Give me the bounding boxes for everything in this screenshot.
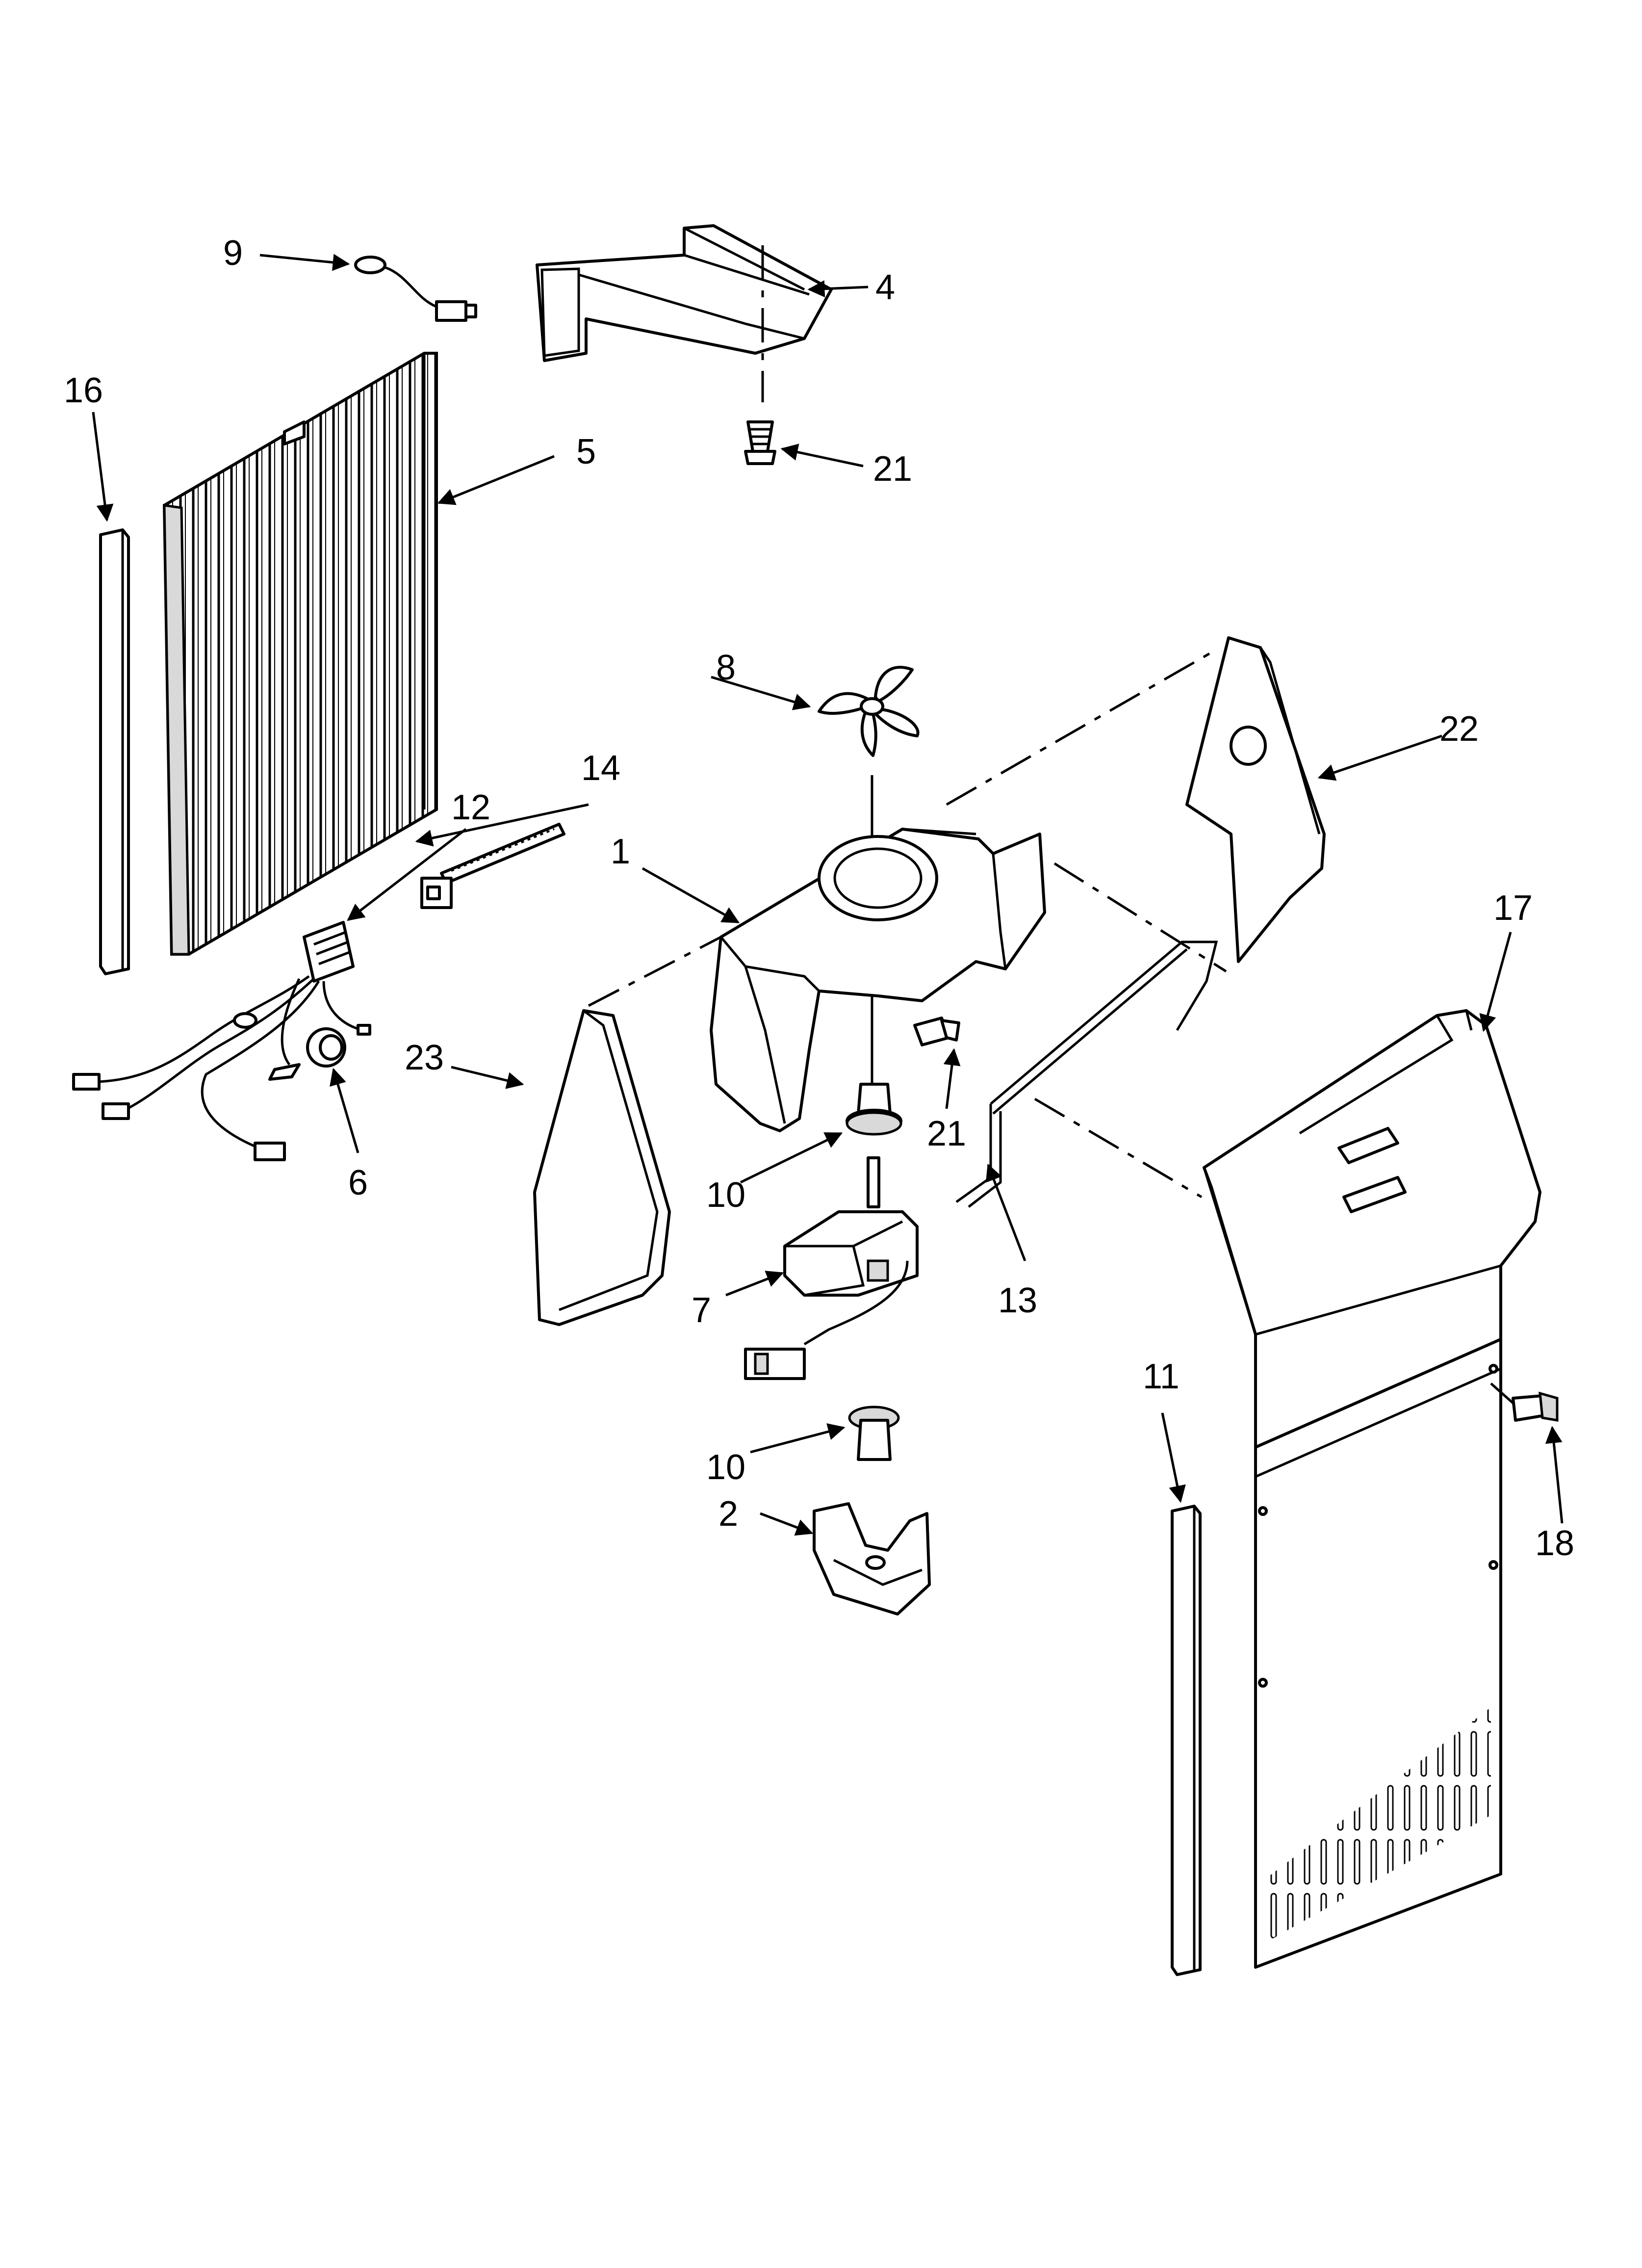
part-18-screw[interactable]: [1512, 1391, 1559, 1422]
part-23-duct-left[interactable]: [533, 1009, 671, 1326]
part-10-mount-upper[interactable]: [846, 1083, 902, 1136]
callout-labels: 9 4 21 5 16 8 22 14 12 1 17 23 21 6 10 1…: [64, 234, 1574, 1563]
part-14-cable-tie[interactable]: [420, 823, 565, 909]
callout-16: 16: [64, 371, 103, 410]
part-12-wire-harness[interactable]: [72, 921, 371, 1161]
callout-11: 11: [1143, 1357, 1180, 1396]
callout-1: 1: [611, 832, 630, 871]
part-6-grommet[interactable]: [306, 1027, 346, 1068]
callout-22: 22: [1439, 709, 1479, 749]
callout-12: 12: [451, 788, 490, 827]
callout-2: 2: [718, 1494, 738, 1534]
callout-6: 6: [348, 1163, 368, 1202]
part-8-fan-blade[interactable]: [818, 666, 920, 757]
callout-4: 4: [875, 268, 895, 307]
alignment-guides: [588, 651, 1514, 1404]
callout-23: 23: [405, 1038, 444, 1077]
callout-21-upper: 21: [873, 449, 912, 489]
callout-10-lower: 10: [706, 1448, 745, 1487]
callout-21-lower: 21: [927, 1114, 966, 1153]
part-4-cover[interactable]: [536, 224, 833, 362]
part-10-mount-lower[interactable]: [848, 1406, 900, 1461]
part-7-fan-motor[interactable]: [744, 1156, 919, 1380]
callout-8: 8: [716, 648, 736, 687]
part-17-lower-panel[interactable]: [1254, 1338, 1502, 1969]
part-17-duct-cover[interactable]: [1203, 1009, 1541, 1449]
part-9-thermistor[interactable]: [354, 256, 477, 322]
callout-14: 14: [581, 749, 620, 788]
part-11-strip[interactable]: [1171, 1505, 1202, 1976]
part-5-evaporator[interactable]: [162, 352, 438, 956]
callout-5: 5: [576, 432, 596, 471]
part-22-duct-right[interactable]: [1185, 636, 1326, 963]
leader-lines: [92, 254, 1564, 1536]
callout-9: 9: [223, 234, 243, 273]
callout-13: 13: [998, 1281, 1037, 1320]
part-21-screw-upper[interactable]: [744, 420, 776, 465]
callout-17: 17: [1493, 888, 1533, 928]
part-16-strip[interactable]: [99, 528, 130, 975]
callout-7: 7: [692, 1291, 711, 1330]
callout-10-upper: 10: [706, 1175, 745, 1215]
part-13-wire-bracket[interactable]: [955, 940, 1218, 1208]
part-1-fan-housing[interactable]: [710, 828, 1046, 1132]
callout-18: 18: [1535, 1524, 1574, 1563]
part-2-bracket[interactable]: [813, 1502, 931, 1616]
part-21-screw-lower[interactable]: [913, 1017, 960, 1046]
